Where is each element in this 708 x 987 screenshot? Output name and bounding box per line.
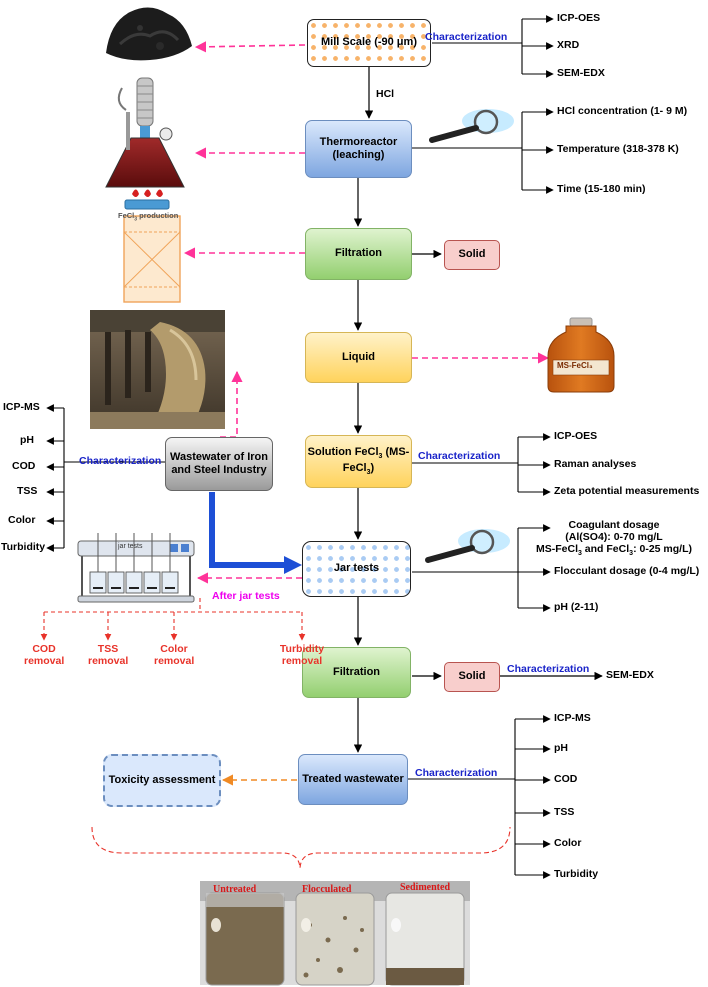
characterization-label: Characterization — [415, 767, 498, 779]
solution-bracket — [412, 433, 551, 496]
output-item: ICP-OES — [554, 430, 598, 442]
characterization-label: Characterization — [418, 450, 501, 462]
wastewater-param: Color — [8, 514, 36, 526]
solid-box-1: Solid — [444, 240, 500, 270]
treated-param: Color — [554, 837, 582, 849]
treated-wastewater-box: Treated wastewater — [298, 754, 408, 805]
flocculant-dosage-label: Flocculant dosage (0-4 mg/L) — [554, 565, 700, 577]
blue-arrow — [209, 492, 302, 574]
fecl3-production-caption: FeCl3 production — [118, 211, 179, 223]
beaker-label-flocculated: Flocculated — [302, 884, 352, 895]
solution-fecl3-box: Solution FeCl3 (MS-FeCl3) — [305, 435, 412, 488]
output-item: SEM-EDX — [557, 67, 605, 79]
output-item: HCl concentration (1- 9 M) — [557, 105, 688, 117]
jar-tests-box: Jar tests — [302, 541, 411, 597]
output-item: Temperature (318-378 K) — [557, 143, 679, 155]
jar-test-apparatus-image — [77, 533, 195, 603]
beakers-photo — [200, 881, 470, 986]
treated-param: pH — [554, 742, 568, 754]
bottle-label: MS-FeCl₃ — [557, 361, 593, 370]
mill-scale-powder-image — [106, 7, 192, 61]
ph-range-label: pH (2-11) — [554, 601, 599, 613]
wastewater-param: COD — [12, 460, 36, 472]
wastewater-box: Wastewater of Iron and Steel Industry — [165, 437, 273, 491]
fecl3-bottle-image — [547, 317, 615, 393]
characterization-label: Characterization — [79, 455, 162, 467]
toxicity-assessment-box: Toxicity assessment — [103, 754, 221, 807]
magnifier-icon — [429, 109, 514, 143]
characterization-label: Characterization — [425, 31, 508, 43]
beaker-label-sedimented: Sedimented — [400, 882, 450, 893]
treated-param: TSS — [554, 806, 575, 818]
output-item: XRD — [557, 39, 580, 51]
thermoreactor-box: Thermoreactor (leaching) — [305, 120, 412, 178]
jar-tests-photo-label: jar tests — [118, 543, 143, 550]
main-flow-arrows — [353, 67, 603, 753]
mill-scale-bracket — [432, 15, 554, 78]
after-jar-tests-label: After jar tests — [212, 590, 280, 602]
output-item: SEM-EDX — [606, 669, 654, 681]
wastewater-param: ICP-MS — [3, 401, 40, 413]
jar-bracket — [412, 524, 551, 612]
output-item: ICP-OES — [557, 12, 601, 24]
hcl-label: HCl — [376, 88, 395, 100]
liquid-box: Liquid — [305, 332, 412, 383]
treated-param: ICP-MS — [554, 712, 591, 724]
treated-param: Turbidity — [554, 868, 599, 880]
filtration-box-1: Filtration — [305, 228, 412, 280]
thermo-bracket — [412, 108, 554, 194]
magnifier-icon — [425, 529, 510, 563]
output-item: Zeta potential measurements — [554, 485, 700, 497]
flask-image — [105, 77, 185, 210]
wastewater-photo — [90, 310, 225, 429]
wastewater-bracket — [46, 404, 165, 552]
bottom-brace — [91, 826, 511, 869]
treated-param: COD — [554, 773, 578, 785]
characterization-label: Characterization — [507, 663, 590, 675]
beaker-label-untreated: Untreated — [213, 884, 257, 895]
removal-arrows — [40, 598, 306, 641]
output-item: Time (15-180 min) — [557, 183, 646, 195]
wastewater-param: Turbidity — [1, 541, 46, 553]
filtration-box-2: Filtration — [302, 647, 411, 698]
coagulant-dosage-label: Coagulant dosage (Al(SO4): 0-70 mg/L MS-… — [535, 519, 692, 558]
wastewater-param: TSS — [17, 485, 38, 497]
filter-image — [123, 215, 181, 303]
mill-scale-box: Mill Scale (-90 μm) — [307, 19, 431, 67]
wastewater-param: pH — [20, 434, 34, 446]
treated-bracket — [408, 715, 551, 879]
solid-box-2: Solid — [444, 662, 500, 692]
output-item: Raman analyses — [554, 458, 637, 470]
